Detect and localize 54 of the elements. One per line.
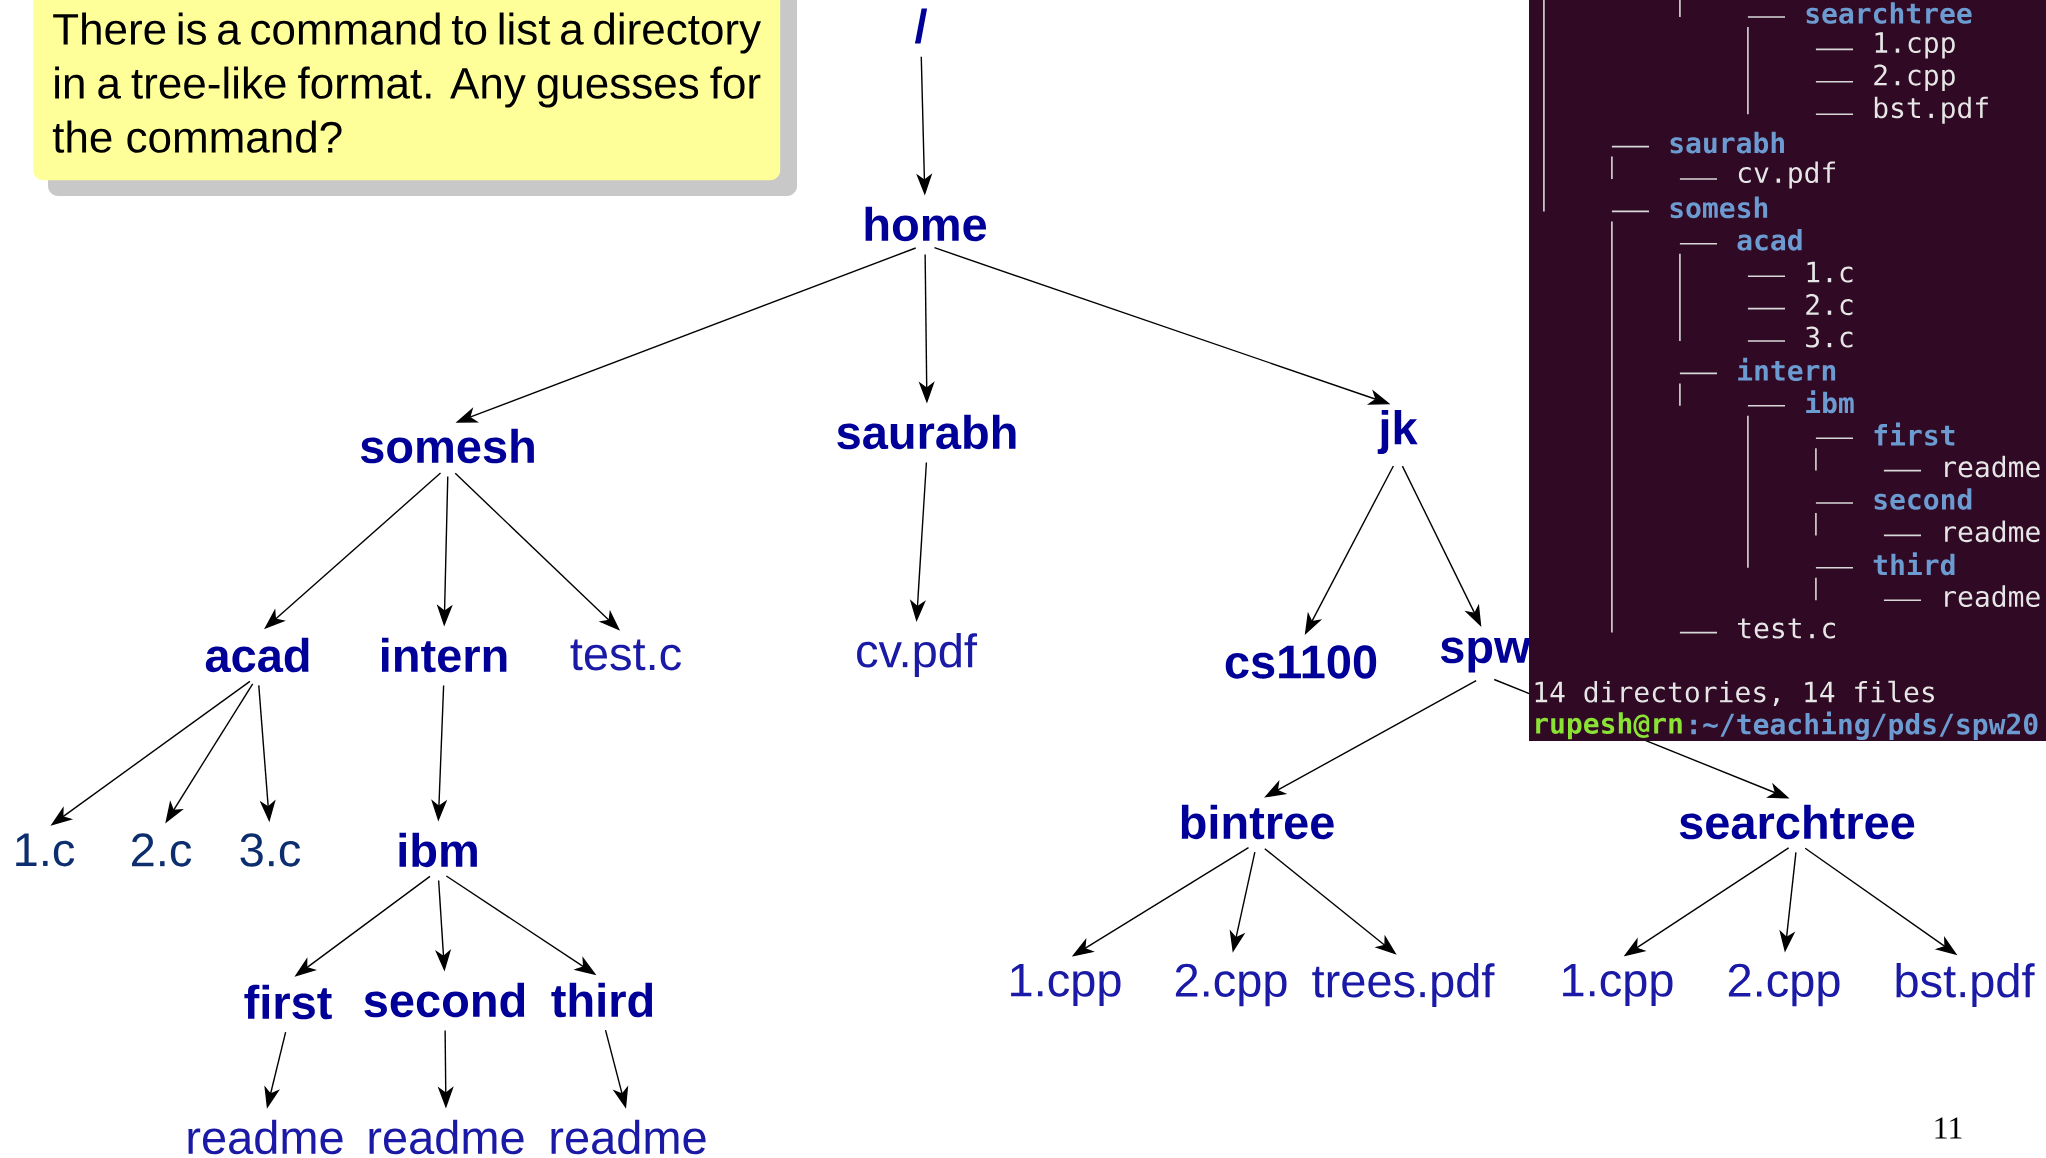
file-name: 1.cpp [1563, 963, 1673, 1007]
folder-name: / [914, 8, 928, 44]
terminal-text: searchtree [1806, 2, 1972, 24]
terminal-text: readme [1945, 520, 2040, 543]
file-name: 1.cpp [1011, 963, 1121, 1007]
folder-name: acad [205, 637, 309, 673]
terminal-text: acad [1737, 228, 1802, 251]
terminal-text: test.c [1738, 618, 1835, 639]
terminal-text: 3.c [1806, 326, 1853, 348]
folder-name: somesh [360, 428, 534, 464]
terminal-text: first [1874, 422, 1955, 446]
file-name: cv.pdf [857, 633, 978, 677]
terminal-text: second [1874, 488, 1972, 510]
note-box: There is a command to list a directory in a tree-like format. Any guesses for the command? [33, 0, 797, 196]
terminal-text: 14 directories, 14 files [1535, 680, 1934, 707]
terminal-text: cv.pdf [1738, 161, 1835, 189]
terminal-text: 1.c [1807, 261, 1853, 283]
file-name: readme [369, 1119, 524, 1155]
terminal-text: ibm [1806, 390, 1854, 414]
file-name: 2.cpp [1175, 963, 1287, 1007]
page-number: 11 [1935, 1117, 1962, 1139]
terminal-text: 2.c [1806, 294, 1853, 316]
terminal-text: rupesh@rn [1536, 712, 1682, 740]
file-name: 3.c [240, 833, 301, 867]
file-name: readme [551, 1119, 706, 1155]
terminal-text: somesh [1670, 196, 1768, 219]
file-name: test.c [570, 639, 681, 671]
folder-name: saurabh [837, 414, 1016, 450]
folder-name: spw [1440, 637, 1531, 673]
folder-name: second [364, 982, 525, 1018]
terminal-text: 1.cpp [1875, 32, 1955, 59]
folder-name: jk [1377, 410, 1418, 454]
terminal-text: intern [1738, 357, 1836, 381]
folder-name: cs1100 [1225, 645, 1377, 679]
terminal-text: 2.cpp [1874, 64, 1955, 92]
file-name: 1.c [16, 833, 75, 867]
file-name: 2.cpp [1728, 963, 1840, 1007]
terminal-text: readme [1945, 455, 2040, 478]
folder-name: intern [382, 637, 507, 673]
folder-name: third [551, 982, 653, 1018]
file-name: 2.c [132, 833, 192, 867]
file-name: readme [188, 1119, 343, 1155]
folder-name: searchtree [1679, 804, 1915, 840]
terminal-text: readme [1945, 585, 2040, 608]
folder-name: ibm [399, 832, 477, 868]
terminal-text: third [1873, 552, 1955, 576]
file-name: bst.pdf [1896, 963, 2035, 1007]
folder-name: home [865, 206, 987, 242]
terminal-text: :~/teaching/pds/spw20 [1691, 711, 2038, 741]
terminal-text: bst.pdf [1874, 96, 1988, 124]
folder-name: first [244, 984, 332, 1020]
terminal-text: saurabh [1670, 131, 1784, 154]
file-name: trees.pdf [1312, 963, 1495, 1007]
folder-name: bintree [1181, 804, 1334, 840]
